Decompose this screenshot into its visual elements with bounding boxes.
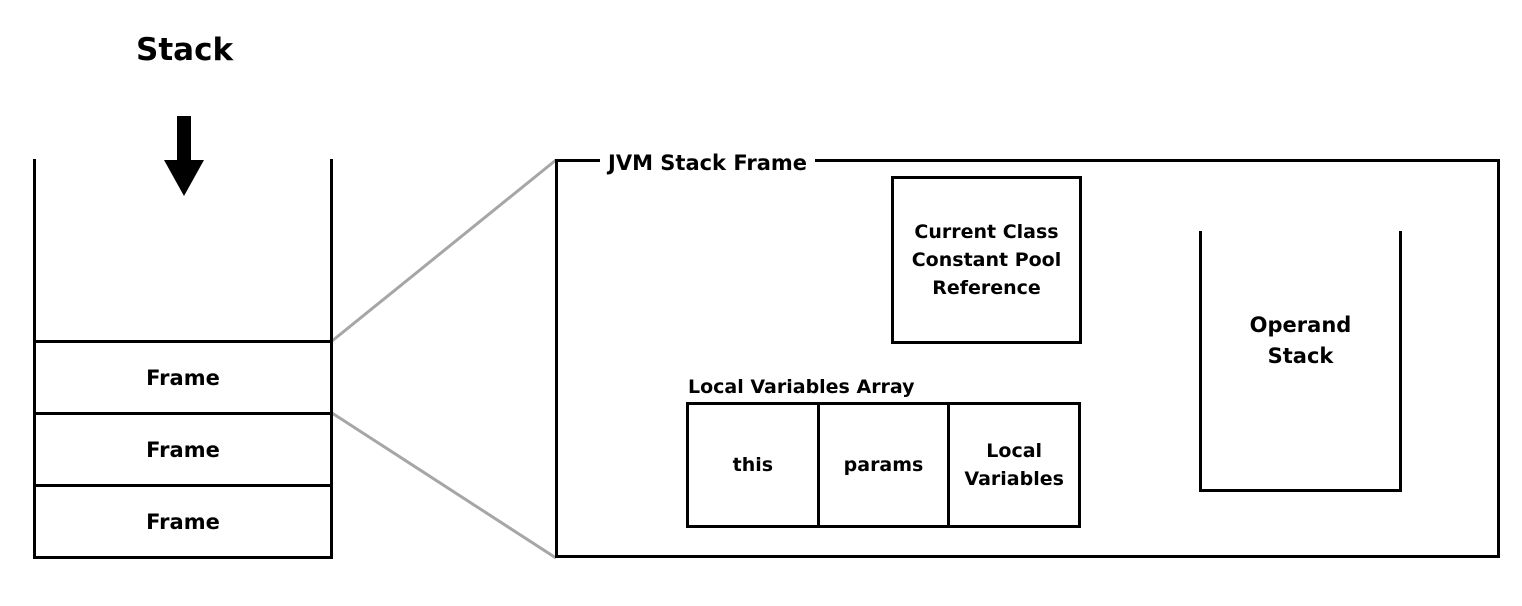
local-variables-array: this params Local Variables xyxy=(686,402,1081,528)
stack-frame: Frame xyxy=(34,340,332,412)
operand-stack-bucket xyxy=(1199,231,1402,492)
stack-frame-label: Frame xyxy=(146,437,220,462)
constant-pool-line: Current Class xyxy=(914,221,1059,243)
stack-right-wall xyxy=(330,159,333,559)
jvm-stack-frame-title: JVM Stack Frame xyxy=(600,148,815,178)
lva-cell-this: this xyxy=(689,405,817,525)
stack-frame-label: Frame xyxy=(146,365,220,390)
local-variables-array-title: Local Variables Array xyxy=(688,376,915,398)
stack-frame-label: Frame xyxy=(146,509,220,534)
stack-title: Stack xyxy=(136,32,234,68)
constant-pool-reference-box: Current Class Constant Pool Reference xyxy=(891,176,1082,344)
stack-frame: Frame xyxy=(34,484,332,556)
push-arrow-icon xyxy=(164,116,204,196)
lva-cell-label: this xyxy=(732,454,774,476)
lva-cell-label: Local xyxy=(986,440,1043,462)
operand-stack-line: Operand xyxy=(1249,313,1352,337)
zoom-connector-top xyxy=(331,158,557,343)
stack-frame: Frame xyxy=(34,412,332,484)
constant-pool-line: Reference xyxy=(932,277,1041,299)
operand-stack-label: Operand Stack xyxy=(1199,310,1402,372)
operand-stack-line: Stack xyxy=(1267,344,1334,368)
stack-bottom xyxy=(33,556,333,559)
zoom-connector-bottom xyxy=(331,411,557,560)
jvm-stack-frame-box xyxy=(555,159,1500,558)
stack-left-wall xyxy=(33,159,36,559)
lva-cell-params: params xyxy=(816,405,948,525)
lva-cell-label: params xyxy=(843,454,924,476)
lva-cell-label: Variables xyxy=(964,468,1064,490)
lva-cell-local-variables: Local Variables xyxy=(947,405,1078,525)
constant-pool-line: Constant Pool xyxy=(911,249,1062,271)
